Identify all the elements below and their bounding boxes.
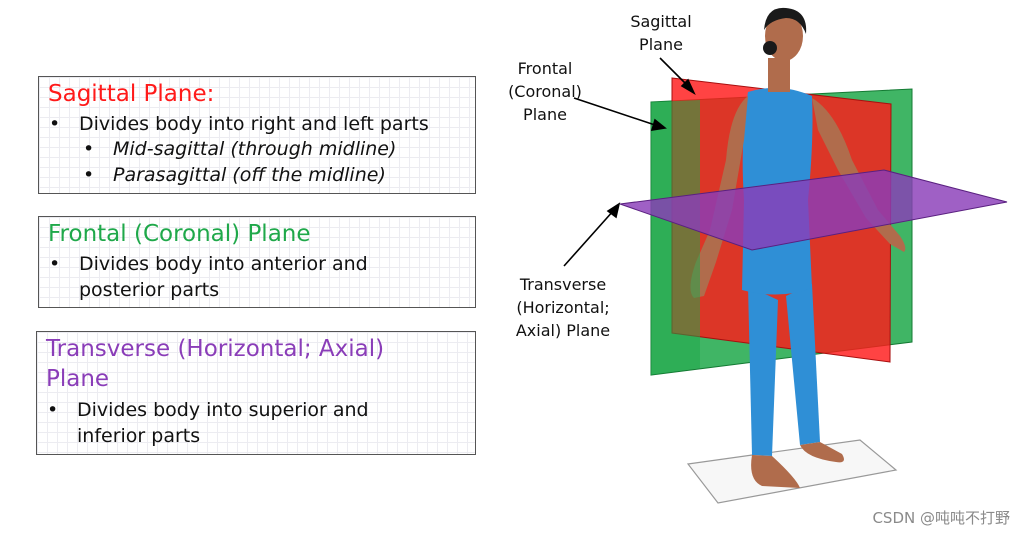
transverse-label-line3: Axial) Plane <box>515 321 611 340</box>
transverse-title-line1: Transverse (Horizontal; Axial) <box>46 336 385 362</box>
sagittal-sub2-text: Parasagittal (off the midline) <box>113 164 386 186</box>
bullet-dot: • <box>49 253 61 275</box>
frontal-label-line2: (Coronal) <box>508 82 582 101</box>
sagittal-title: Sagittal Plane: <box>48 81 215 107</box>
sagittal-label-line1: Sagittal <box>630 12 692 31</box>
bullet-dot: • <box>83 138 95 160</box>
sagittal-bullet-text: Divides body into right and left parts <box>79 113 429 135</box>
frontal-label-line3: Plane <box>523 105 567 124</box>
bullet-dot: • <box>83 164 95 186</box>
transverse-bullet-line1: Divides body into superior and <box>77 399 369 421</box>
transverse-label-line1: Transverse <box>519 275 607 294</box>
frontal-plane-box: Frontal (Coronal) Plane • Divides body i… <box>38 216 476 308</box>
frontal-arrow <box>573 97 659 127</box>
bullet-dot: • <box>47 399 59 421</box>
sagittal-plane-box: Sagittal Plane: • Divides body into righ… <box>38 76 476 194</box>
transverse-label-line2: (Horizontal; <box>516 298 610 317</box>
transverse-title-line2: Plane <box>46 366 110 392</box>
bullet-dot: • <box>49 113 61 135</box>
frontal-plane-label: Frontal (Coronal) Plane <box>500 57 590 126</box>
frontal-title: Frontal (Coronal) Plane <box>48 221 311 247</box>
frontal-bullet-line2: posterior parts <box>79 279 220 301</box>
frontal-bullet-line1: Divides body into anterior and <box>79 253 368 275</box>
transverse-arrow <box>563 209 615 267</box>
watermark: CSDN @吨吨不打野 <box>872 509 1010 527</box>
transverse-plane-box: Transverse (Horizontal; Axial) Plane • D… <box>36 331 476 455</box>
transverse-plane <box>619 169 1008 251</box>
transverse-bullet-line2: inferior parts <box>77 425 201 447</box>
sagittal-sub1-text: Mid-sagittal (through midline) <box>113 138 397 160</box>
transverse-plane-label: Transverse (Horizontal; Axial) Plane <box>500 273 626 342</box>
floor-platform <box>686 439 898 504</box>
sagittal-label-line2: Plane <box>639 35 683 54</box>
sagittal-plane-label: Sagittal Plane <box>620 10 702 56</box>
frontal-label-line1: Frontal <box>517 59 573 78</box>
